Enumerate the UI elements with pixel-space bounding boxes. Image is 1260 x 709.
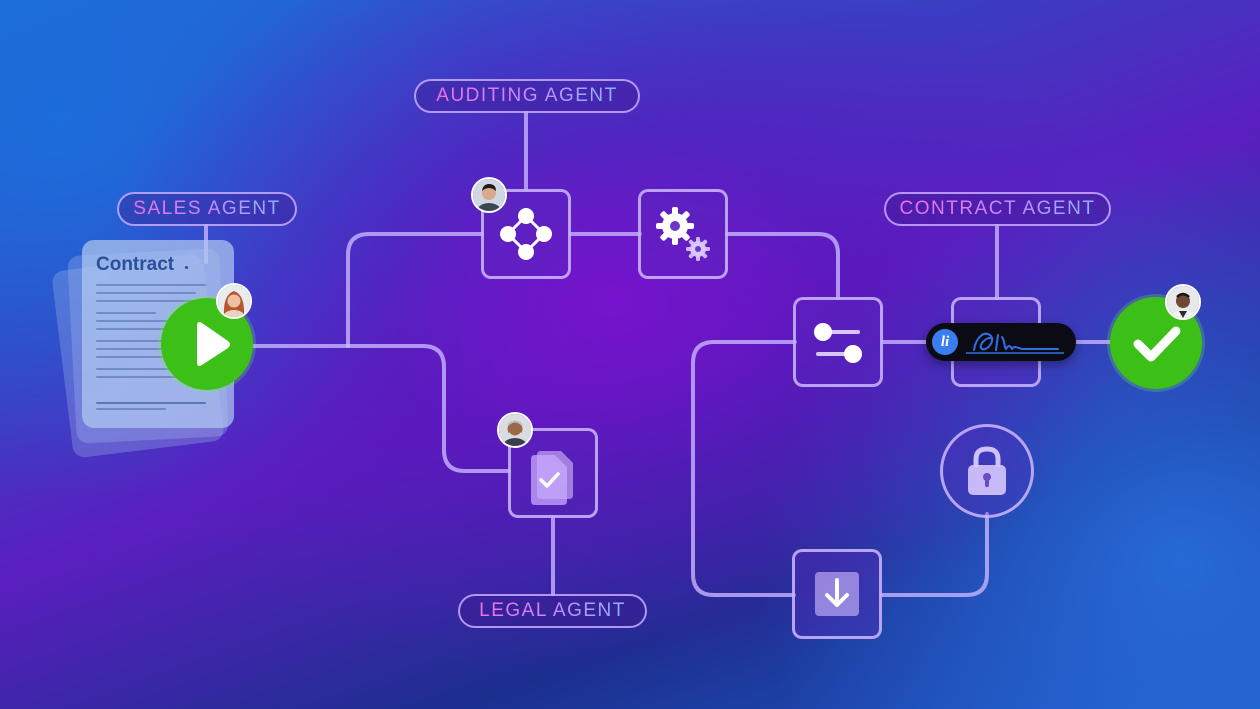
document-text-line xyxy=(96,348,214,350)
lock-icon xyxy=(968,446,1006,495)
signature-icon xyxy=(966,332,1064,354)
document-check-icon xyxy=(531,451,573,505)
checkmark-icon xyxy=(1133,326,1181,362)
security-node[interactable] xyxy=(940,424,1034,518)
contract-agent-avatar xyxy=(1165,284,1201,320)
sliders-icon xyxy=(814,323,862,363)
signature-line xyxy=(96,402,206,404)
download-icon xyxy=(815,572,859,616)
document-text-line xyxy=(96,368,210,370)
document-text-line xyxy=(96,356,176,358)
auditing-agent-avatar xyxy=(471,177,507,213)
node-graph-icon xyxy=(500,208,552,260)
signature-line xyxy=(96,408,166,410)
sign-badge-icon: li xyxy=(932,329,958,355)
document-text-line xyxy=(96,312,156,314)
document-text-line xyxy=(96,300,212,302)
sales-agent-avatar xyxy=(216,283,252,319)
document-text-line xyxy=(96,284,206,286)
download-node[interactable] xyxy=(792,549,882,639)
sales-agent-label: SALES AGENT xyxy=(117,192,297,226)
contract-agent-label: CONTRACT AGENT xyxy=(884,192,1111,226)
contract-document-title: Contract xyxy=(96,254,175,275)
document-text-line xyxy=(96,376,186,378)
signature-field[interactable]: li xyxy=(926,323,1076,361)
adjust-node[interactable] xyxy=(793,297,883,387)
document-text-line xyxy=(96,292,196,294)
document-text-line xyxy=(96,320,208,322)
document-text-line xyxy=(96,328,192,330)
document-dot xyxy=(185,266,188,269)
auditing-agent-label: AUDITING AGENT xyxy=(414,79,640,113)
gears-icon xyxy=(656,207,710,261)
settings-node[interactable] xyxy=(638,189,728,279)
document-text-line xyxy=(96,340,204,342)
play-icon xyxy=(197,322,230,366)
legal-agent-label: LEGAL AGENT xyxy=(458,594,647,628)
legal-agent-avatar xyxy=(497,412,533,448)
